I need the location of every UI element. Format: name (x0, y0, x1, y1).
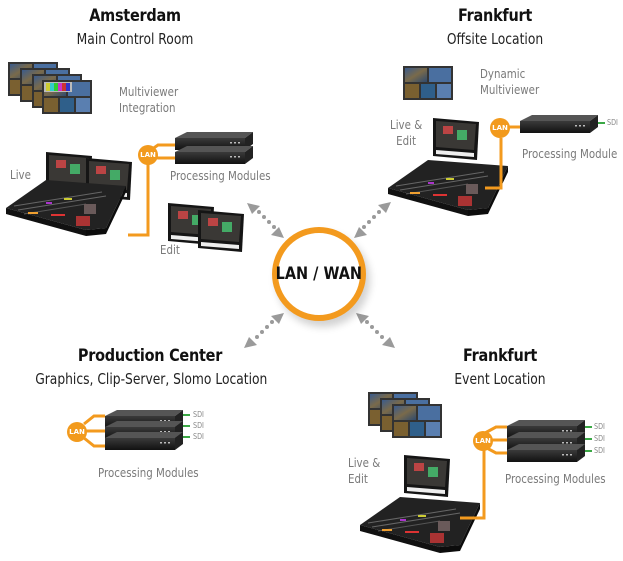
sdi-label: SDI (607, 118, 618, 127)
lan-badge-frankfurt-event: LAN (473, 431, 493, 451)
amsterdam-processing-modules (175, 132, 253, 164)
frankfurt-offsite-processing-module (520, 115, 598, 133)
frankfurt-event-lan-cable (460, 450, 486, 520)
label-processing-module-offsite: Processing Module (522, 146, 618, 161)
sdi-label: SDI (594, 422, 605, 431)
site-subtitle-frankfurt-event: Event Location (454, 370, 546, 388)
hub-label: LAN / WAN (275, 264, 363, 284)
sdi-label: SDI (193, 410, 204, 419)
lan-wan-hub: LAN / WAN (272, 227, 366, 321)
lan-badge-frankfurt-offsite: LAN (490, 118, 510, 138)
sdi-label: SDI (594, 434, 605, 443)
sdi-label: SDI (594, 446, 605, 455)
amsterdam-live-console (5, 152, 132, 237)
site-subtitle-frankfurt-offsite: Offsite Location (446, 30, 544, 48)
connector-amsterdam-hub (247, 203, 284, 238)
label-processing-modules-event: Processing Modules (505, 471, 606, 486)
site-subtitle-production-center: Graphics, Clip-Server, Slomo Location (35, 370, 268, 388)
connector-production-hub (244, 313, 284, 348)
production-processing-modules (105, 410, 183, 450)
label-processing-modules-production: Processing Modules (98, 465, 199, 480)
site-title-production-center: Production Center (77, 346, 223, 366)
site-subtitle-amsterdam: Main Control Room (76, 30, 194, 48)
frankfurt-offsite-multiviewer (403, 66, 453, 100)
site-title-frankfurt-offsite: Frankfurt (457, 6, 533, 26)
sdi-label: SDI (193, 432, 204, 441)
label-live-edit-offsite: Live & Edit (390, 117, 423, 148)
label-live: Live (10, 167, 31, 182)
frankfurt-event-multiviewer-stack (368, 392, 442, 438)
label-edit: Edit (160, 242, 180, 257)
amsterdam-lan-cable (128, 160, 150, 237)
frankfurt-event-processing-modules (507, 420, 585, 462)
label-dynamic-multiviewer: Dynamic Multiviewer (480, 66, 540, 97)
production-lan-cable (83, 414, 105, 448)
label-multiviewer-integration: Multiviewer Integration (119, 84, 179, 115)
site-title-amsterdam: Amsterdam (89, 6, 181, 26)
site-title-frankfurt-event: Frankfurt (462, 346, 538, 366)
connector-frankfurt-offsite-hub (354, 202, 391, 238)
lan-badge-production: LAN (67, 422, 87, 442)
label-live-edit-event: Live & Edit (348, 455, 381, 486)
connector-frankfurt-event-hub (356, 313, 395, 348)
sdi-label: SDI (193, 421, 204, 430)
amsterdam-multiviewer-stack (8, 62, 92, 114)
label-processing-modules-amsterdam: Processing Modules (170, 168, 271, 183)
lan-badge-amsterdam: LAN (138, 145, 158, 165)
